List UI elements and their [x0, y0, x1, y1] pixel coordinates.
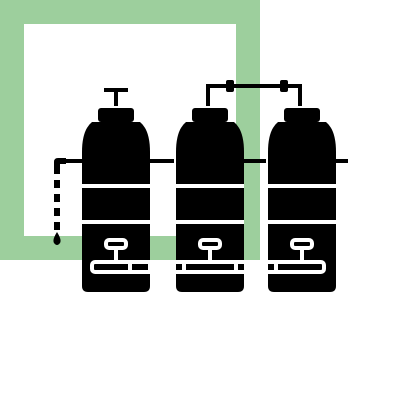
tank-2-icon: [176, 108, 244, 292]
tank-1-icon: [82, 88, 150, 292]
faucet-pipe-icon: [54, 158, 66, 230]
connecting-pipe-line: [66, 159, 348, 163]
water-drop-icon: [53, 232, 61, 245]
top-pipe-icon: [206, 80, 302, 106]
valve-manifold-icon: [90, 238, 326, 274]
tank-3-icon: [268, 108, 336, 292]
